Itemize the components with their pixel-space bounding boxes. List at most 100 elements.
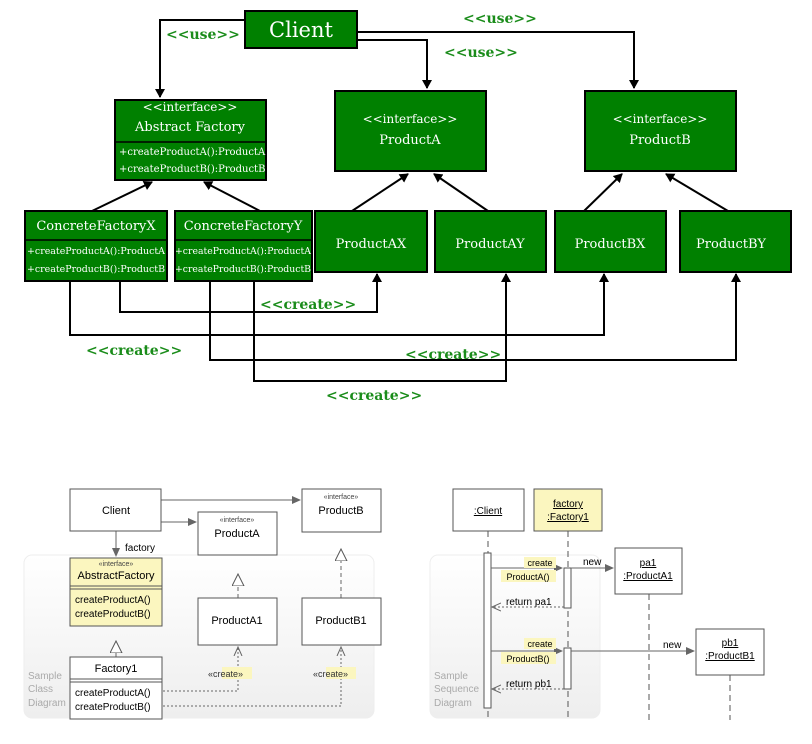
create-label-highlight [222,667,252,679]
product-a-stereotype: <<interface>> [363,112,458,126]
use-label: <<use>> [166,27,240,43]
seq-pb1-box [695,628,765,676]
create-label: <<create>> [326,388,422,404]
abstract-factory-box [114,99,267,181]
class-create-label: «create» [313,669,348,679]
use-label: <<use>> [463,11,537,27]
product-ay-label: ProductAY [455,237,525,252]
caption-line: Sample [28,671,62,682]
product-a-interface-box [334,90,487,172]
seq-factory-label: factory [553,499,583,510]
class-abstract-factory-ops-box [69,585,163,627]
create-edge-x-bx [69,273,609,336]
message-label-highlight [524,557,556,568]
class-abstract-factory-header [69,557,163,587]
caption-line: Diagram [434,698,472,709]
top-client-box [244,10,358,49]
class-product-b1-label: ProductB1 [315,615,366,627]
class-product-a-stereotype: «interface» [220,517,255,524]
create-label: <<create>> [260,297,356,313]
product-by-label: ProductBY [696,237,766,252]
create-a1-edge [163,648,238,692]
create-b-label: create [527,639,552,649]
create-a-label: ProductA() [506,572,549,582]
concrete-factory-y-name: ConcreteFactoryY [184,219,303,234]
top-edge-labels: <<use>> <<use>> <<use>> <<create>> <<cre… [86,11,537,404]
return-pb1-label: return pb1 [506,679,552,690]
abstract-factory-op: +createProductB():ProductB [119,164,265,175]
product-bx-label: ProductBX [575,237,647,252]
create-a-label: create [527,558,552,568]
class-client-label: Client [102,505,130,517]
new-label: new [583,557,602,568]
inherit-edge-ay [433,173,489,212]
product-ay-box [434,210,547,273]
class-abstract-factory-name: AbstractFactory [77,570,155,582]
seq-client-label: :Client [474,506,503,517]
class-factory1-op: createProductB() [75,702,151,713]
concrete-factory-x-name: ConcreteFactoryX [36,219,156,234]
caption-line: Sample [434,671,468,682]
class-factory1-ops-box [69,678,163,720]
concrete-factory-y-op: +createProductB():ProductB [175,264,311,275]
seq-pa1-label: pa1 [640,558,657,569]
caption-line: Sequence [434,684,479,695]
use-edge-product-a [357,39,432,89]
seq-factory-label: :Factory1 [547,512,589,523]
inherit-edge-bx [583,173,623,212]
top-client-label: Client [269,18,333,42]
seq-pb1-label: pb1 [722,638,739,649]
product-bx-box [554,210,667,273]
use-edge-abstract-factory [155,19,245,98]
class-abstract-factory-stereotype: «interface» [99,561,134,568]
inherit-edge-by [665,173,729,212]
create-label: <<create>> [405,347,501,363]
inherit-edge-y [203,181,261,212]
concrete-factory-x-box [24,210,168,282]
new-label: new [663,640,682,651]
inherit-edge-ax [351,173,409,212]
concrete-factory-x-op: +createProductA():ProductA [27,246,165,257]
seq-pb1-label: :ProductB1 [705,651,755,662]
seq-client-box [452,488,525,532]
sequence-diagram-panel [429,554,601,719]
use-label: <<use>> [444,45,518,61]
sample-sequence-diagram: Sample Sequence Diagram :Client factory … [429,488,765,720]
create-b-label: ProductB() [506,654,549,664]
abstract-factory-stereotype: <<interface>> [143,100,238,114]
message-label-highlight [524,638,556,649]
class-abstract-factory-op: createProductA() [75,595,151,606]
product-ax-label: ProductAX [336,237,407,252]
class-product-b-box [301,488,382,533]
class-product-b-stereotype: «interface» [324,494,359,501]
class-abstract-factory-op: createProductB() [75,609,151,620]
create-edge-x-ax [119,273,382,313]
class-product-a-name: ProductA [214,528,260,540]
create-label: <<create>> [86,343,182,359]
sequence-diagram-caption: Sample Sequence Diagram [434,671,479,709]
product-b-stereotype: <<interface>> [613,112,708,126]
product-ax-box [314,210,428,273]
create-label-highlight [326,667,356,679]
class-factory1-op: createProductA() [75,688,151,699]
message-label-highlight [501,570,556,582]
concrete-factory-x-op: +createProductB():ProductB [27,264,165,275]
factory-role-label: factory [125,543,155,554]
product-by-box [679,210,792,273]
top-diagram: Client <<interface>> Abstract Factory +c… [24,10,792,404]
abstract-factory-name: Abstract Factory [134,120,246,135]
class-product-a-box [197,511,278,556]
factory-activation [563,567,572,609]
class-product-b-name: ProductB [318,505,363,517]
class-product-a1-label: ProductA1 [211,615,262,627]
concrete-factory-y-op: +createProductA():ProductA [175,246,311,257]
factory-activation [563,647,572,690]
create-edge-y-ay [253,273,511,382]
top-connectors [69,19,741,382]
class-diagram-caption: Sample Class Diagram [28,671,66,709]
seq-pa1-label: :ProductA1 [623,571,673,582]
class-product-b1-box [301,597,382,646]
message-label-highlight [501,652,556,664]
use-edge-product-b [357,31,639,89]
